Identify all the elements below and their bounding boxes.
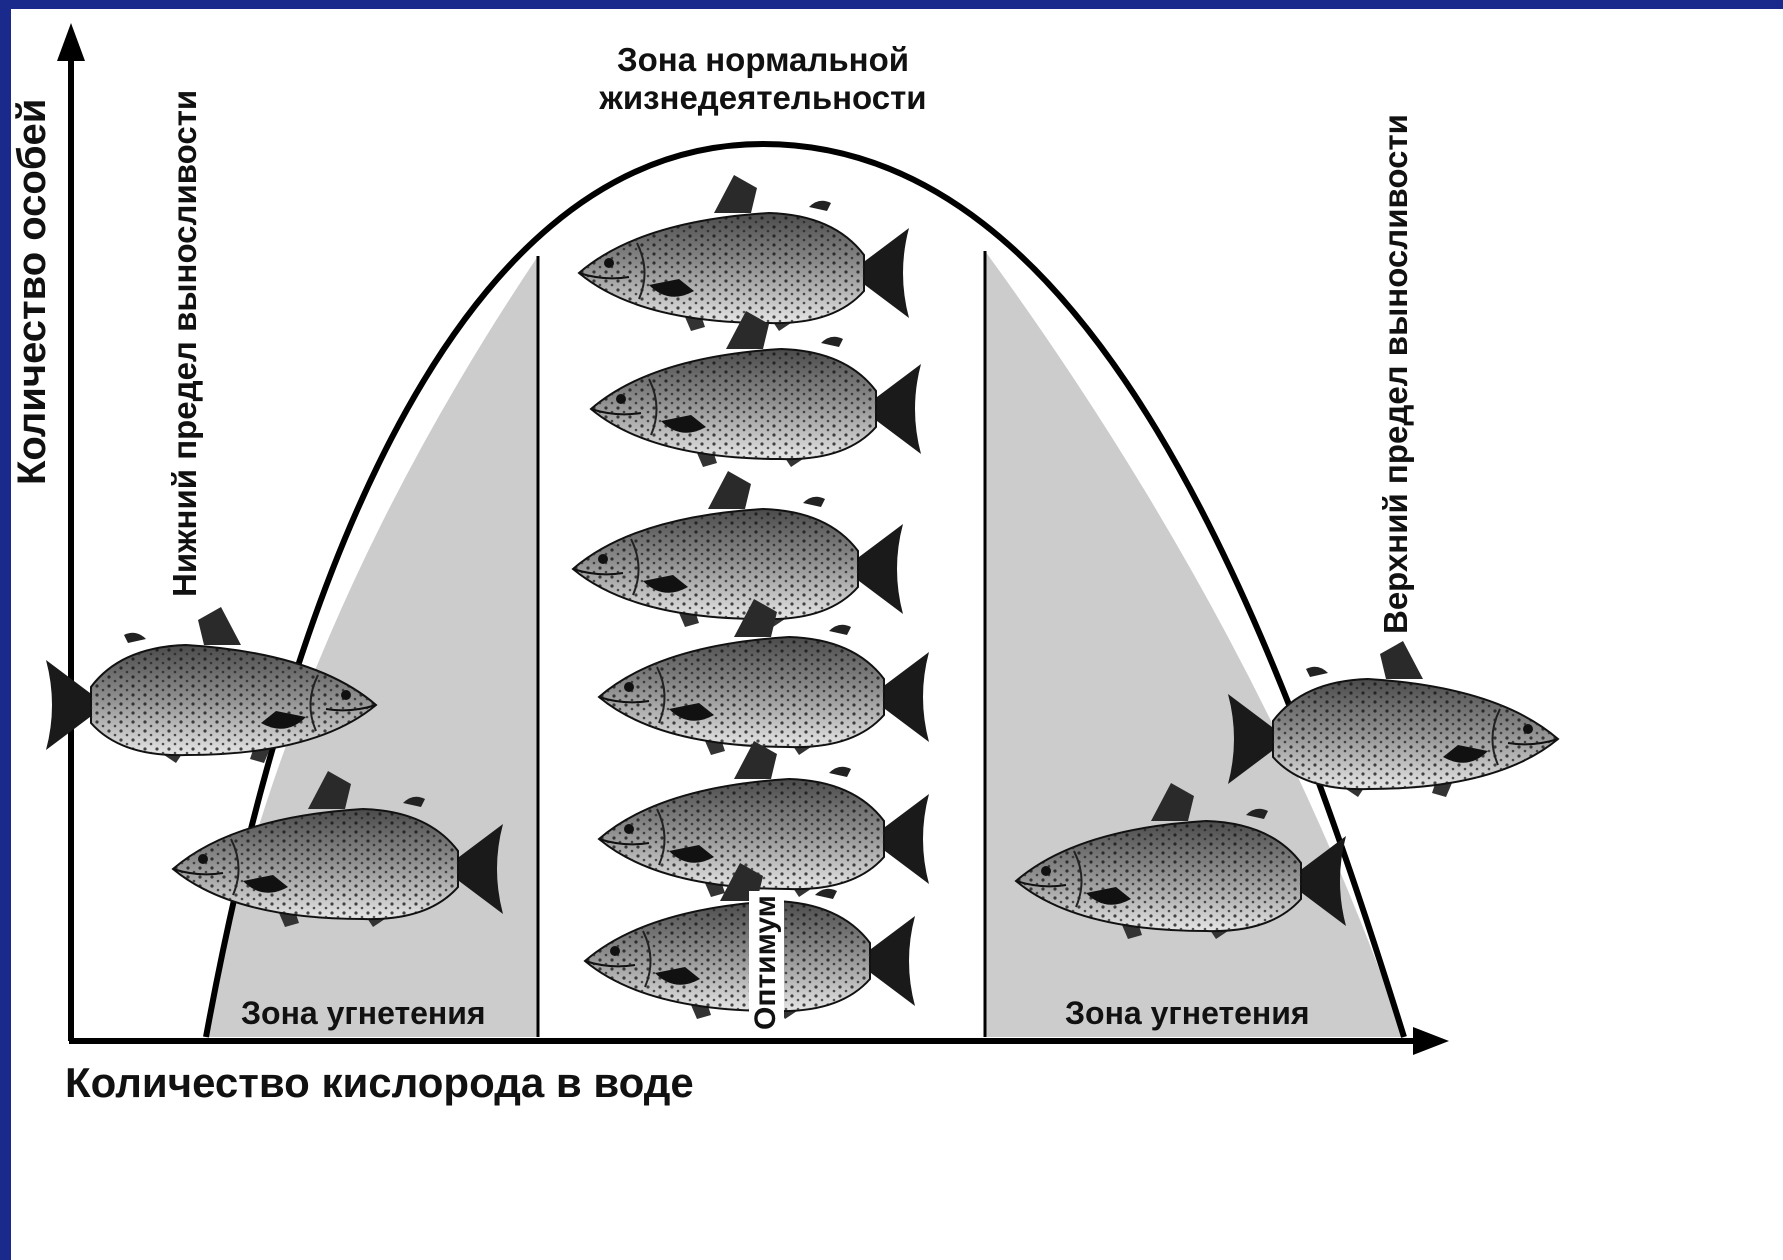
y-axis-label: Количество особей bbox=[9, 99, 55, 485]
x-axis-label: Количество кислорода в воде bbox=[65, 1059, 694, 1107]
normal-zone-title: Зона нормальной жизнедеятельности bbox=[599, 41, 926, 117]
diagram-canvas: Количество особей Нижний предел вынослив… bbox=[11, 9, 1783, 1260]
trout-icon bbox=[591, 311, 921, 467]
trout-icon bbox=[599, 599, 929, 755]
left-stress-zone-label: Зона угнетения bbox=[241, 995, 486, 1032]
right-stress-zone-label: Зона угнетения bbox=[1065, 995, 1310, 1032]
normal-zone-title-line2: жизнедеятельности bbox=[599, 79, 926, 117]
trout-icon bbox=[599, 741, 929, 897]
y-axis-arrow-icon bbox=[57, 23, 85, 61]
x-axis-arrow-icon bbox=[1413, 1027, 1449, 1055]
lower-limit-label: Нижний предел выносливости bbox=[166, 90, 204, 597]
trout-icon bbox=[579, 175, 909, 331]
trout-icon bbox=[573, 471, 903, 627]
upper-limit-label: Верхний предел выносливости bbox=[1377, 114, 1415, 634]
normal-zone-title-line1: Зона нормальной bbox=[599, 41, 926, 79]
optimum-label: Оптимум bbox=[749, 891, 784, 1034]
